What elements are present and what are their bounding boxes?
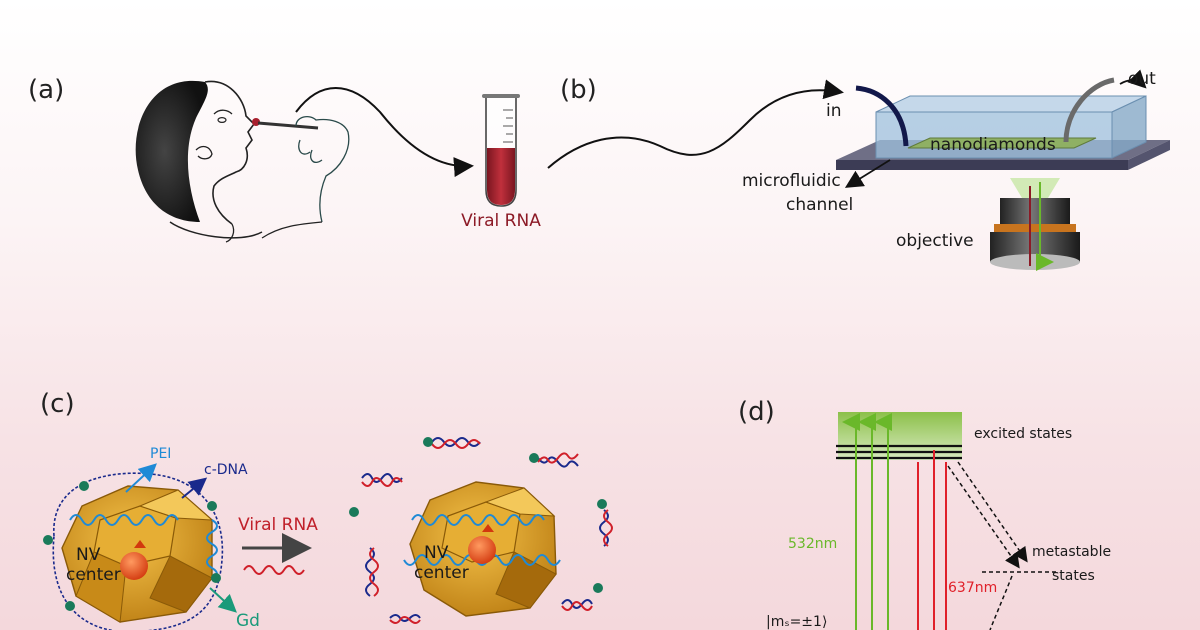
released-duplexes <box>349 437 613 624</box>
nv-label-line1-right: NV <box>424 543 449 563</box>
panel-c: (c) NV center PEI c-DNA Gd Viral RNA <box>40 389 613 630</box>
swab-to-tube-arrow <box>295 87 474 178</box>
objective-lens <box>990 178 1080 271</box>
viral-rna-strand-icon <box>243 565 305 575</box>
nv-label-line2-right: center <box>414 563 469 583</box>
panel-c-letter: (c) <box>40 389 75 419</box>
pei-label: PEI <box>150 446 171 462</box>
metastable-label-line1: metastable <box>1032 544 1111 560</box>
reaction-arrow-label: Viral RNA <box>238 515 318 535</box>
person-swab-illustration <box>135 80 350 243</box>
excited-states-label: excited states <box>974 426 1072 442</box>
panel-b: (b) nanodiamonds in out microfluidic cha… <box>547 69 1170 271</box>
nanodiamonds-label: nanodiamonds <box>930 135 1056 155</box>
inlet-tube <box>855 85 909 147</box>
nv-label-line2-left: center <box>66 565 121 585</box>
cdna-label: c-DNA <box>204 462 248 478</box>
channel-pointer-arrow <box>844 159 891 188</box>
green-excitation-arrows <box>842 413 892 630</box>
gd-pointer-arrow <box>209 587 237 613</box>
intersystem-crossing <box>947 461 1058 630</box>
channel-label-line1: microfluidic <box>742 171 841 191</box>
objective-label: objective <box>896 231 974 251</box>
test-tube <box>482 94 520 207</box>
panel-a-letter: (a) <box>28 75 64 105</box>
ground-state-label: |mₛ=±1⟩ <box>766 614 827 630</box>
panel-b-letter: (b) <box>560 75 597 105</box>
functionalized-nanodiamond <box>43 472 224 630</box>
gd-label: Gd <box>236 611 260 630</box>
microfluidic-chip <box>836 95 1170 170</box>
red-emission-lines <box>917 450 947 630</box>
tube-to-chip-arrow <box>547 79 844 169</box>
pei-pointer-arrow <box>125 463 157 493</box>
green-wavelength-label: 532nm <box>788 536 837 552</box>
viral-rna-tube-label: Viral RNA <box>461 211 541 231</box>
channel-label-line2: channel <box>786 195 853 215</box>
metastable-label-line2: states <box>1052 568 1095 584</box>
cdna-pointer-arrow <box>181 477 208 499</box>
panel-d-letter: (d) <box>738 397 775 427</box>
outlet-tube <box>1063 77 1115 143</box>
inlet-label: in <box>826 101 842 121</box>
released-nanodiamond <box>403 481 561 617</box>
panel-a: (a) <box>28 75 541 243</box>
nv-label-line1-left: NV <box>76 545 101 565</box>
outlet-label: out <box>1128 69 1156 89</box>
panel-d: (d) excited states 532nm 637nm metastabl… <box>738 397 1111 630</box>
outlet-arrow <box>1119 69 1147 89</box>
red-wavelength-label: 637nm <box>948 580 997 596</box>
